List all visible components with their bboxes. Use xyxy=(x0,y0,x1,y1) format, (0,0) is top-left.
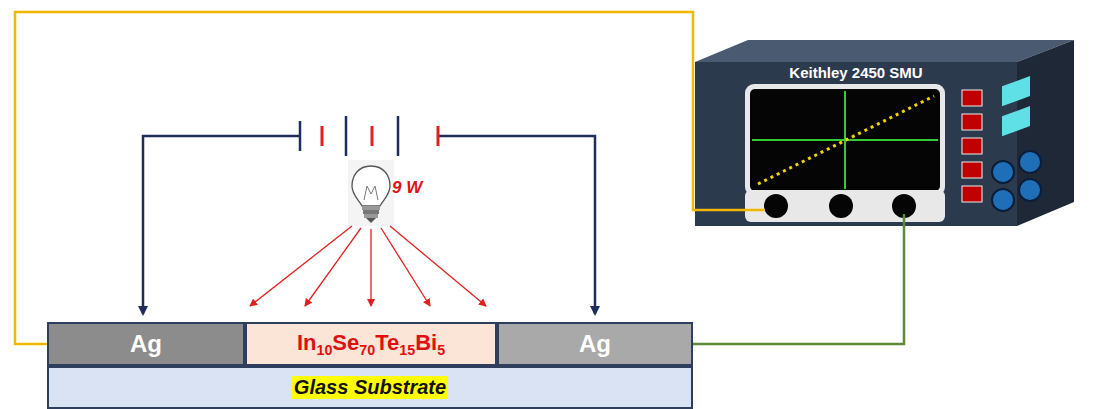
smu-instrument: Keithley 2450 SMU xyxy=(695,62,1017,226)
substrate-band: Glass Substrate xyxy=(47,366,693,409)
power-label: 9 W xyxy=(392,178,422,198)
smu-housing xyxy=(695,40,1074,226)
test-lead-wire xyxy=(693,226,904,344)
subscript: 70 xyxy=(359,342,375,358)
node-text: In10Se70Te15Bi5 xyxy=(297,330,445,358)
subscript: 5 xyxy=(437,342,445,358)
element-symbol: In xyxy=(297,330,317,355)
light-bulb xyxy=(348,160,394,226)
node-text: Ag xyxy=(130,330,162,358)
electrode-box: Ag xyxy=(47,322,245,366)
node-text: Keithley 2450 SMU xyxy=(789,64,922,81)
subscript: 10 xyxy=(316,342,332,358)
battery-symbol xyxy=(300,116,438,156)
element-symbol: Bi xyxy=(415,330,437,355)
battery-wire xyxy=(143,136,595,314)
node-text: Glass Substrate xyxy=(292,376,448,399)
element-symbol: Se xyxy=(332,330,359,355)
light-ray xyxy=(250,226,486,306)
electrode-box: Ag xyxy=(497,322,693,366)
node-text: Ag xyxy=(579,330,611,358)
film-box: In10Se70Te15Bi5 xyxy=(245,322,497,366)
element-symbol: Te xyxy=(375,330,399,355)
test-lead-wire xyxy=(15,12,695,344)
subscript: 15 xyxy=(399,342,415,358)
